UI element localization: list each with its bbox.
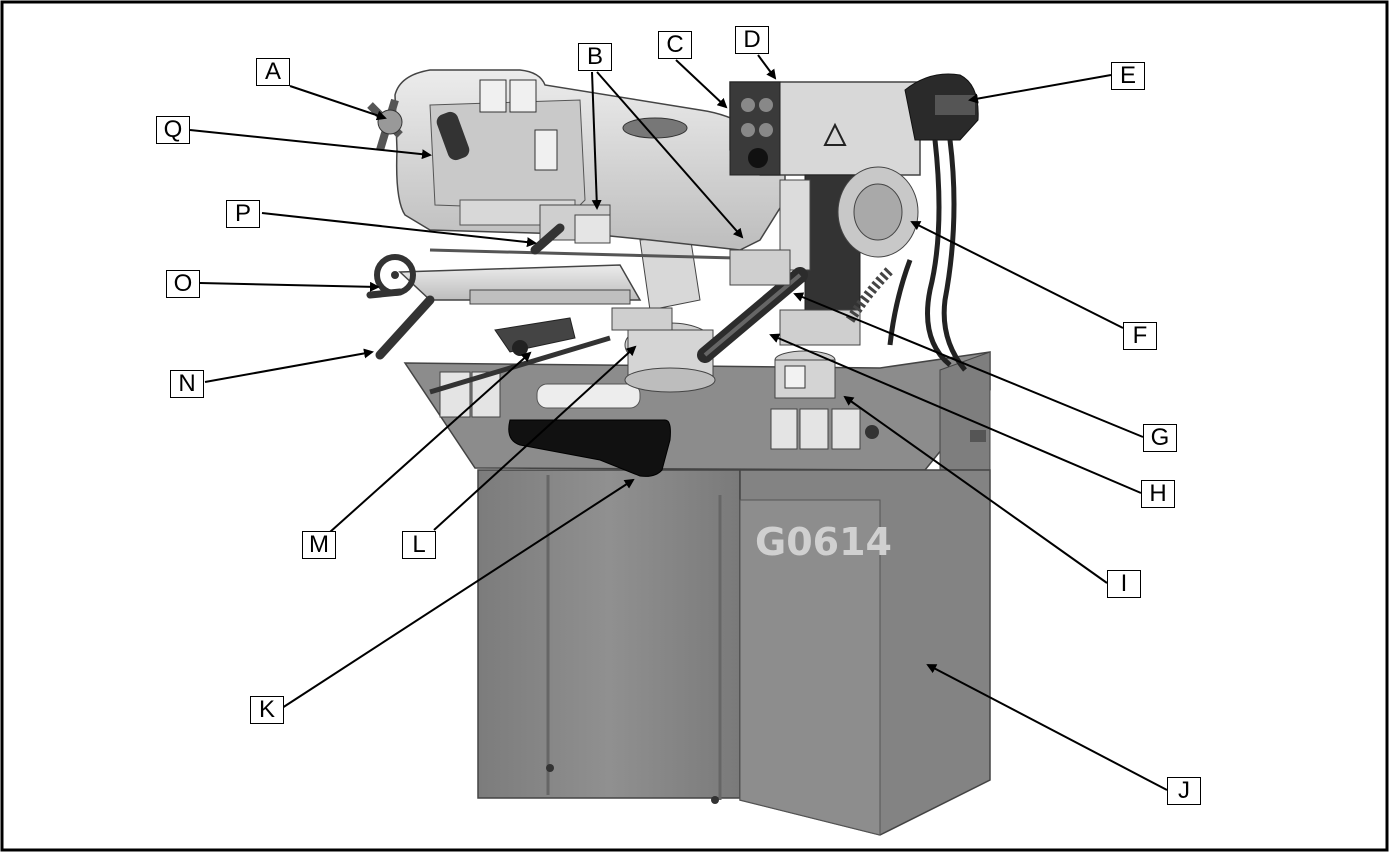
vise-handwheel xyxy=(366,254,416,299)
callout-f: F xyxy=(1123,322,1157,350)
work-table xyxy=(398,264,642,305)
callout-b: B xyxy=(578,43,612,71)
callout-q: Q xyxy=(156,116,190,144)
callout-a: A xyxy=(256,58,290,86)
gearbox xyxy=(837,166,919,258)
callout-p: P xyxy=(226,200,260,228)
callout-i: I xyxy=(1107,570,1141,598)
callout-j: J xyxy=(1167,777,1201,805)
stand-cabinet: G0614 xyxy=(403,351,991,836)
callout-o: O xyxy=(166,270,200,298)
swivel-base xyxy=(611,234,716,393)
callout-k: K xyxy=(250,696,284,724)
vise-lever xyxy=(375,295,435,360)
coolant-hose xyxy=(845,266,894,323)
leader-lines xyxy=(189,54,1168,791)
coolant-pump xyxy=(774,350,836,399)
callout-m: M xyxy=(302,531,336,559)
hydraulic-cylinder xyxy=(697,249,808,363)
callout-c: C xyxy=(658,31,692,59)
saw-bow xyxy=(394,69,786,260)
power-cables xyxy=(887,139,967,372)
callout-h: H xyxy=(1141,480,1175,508)
blade-guide-lever xyxy=(530,223,565,255)
callout-l: L xyxy=(402,531,436,559)
control-panel xyxy=(729,81,921,176)
motor xyxy=(904,73,979,141)
callout-g: G xyxy=(1143,424,1177,452)
callout-e: E xyxy=(1111,62,1145,90)
bow-handle xyxy=(436,111,470,161)
model-number: G0614 xyxy=(755,520,892,564)
callout-d: D xyxy=(735,26,769,54)
stock-stop xyxy=(429,317,611,395)
callout-n: N xyxy=(170,370,204,398)
